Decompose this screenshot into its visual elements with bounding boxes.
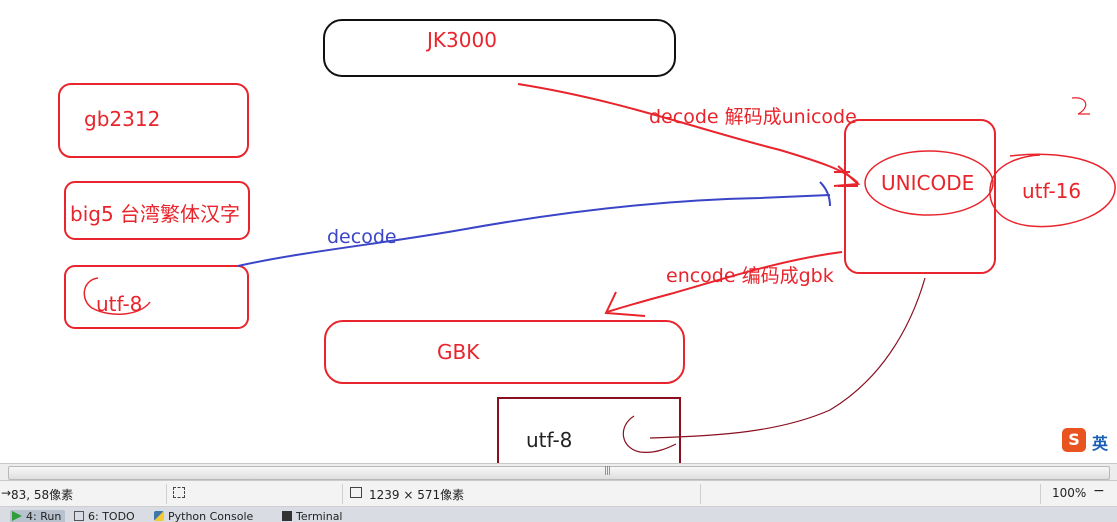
node-jk3000: JK3000 xyxy=(427,28,497,52)
unicode-box xyxy=(844,119,996,274)
arrow-encode-gbk-head xyxy=(604,291,646,317)
node-big5: big5 台湾繁体汉字 xyxy=(70,202,241,226)
horizontal-scrollbar[interactable]: ||| xyxy=(0,463,1117,481)
tab-run[interactable]: 4: Run xyxy=(10,510,66,522)
big5-box xyxy=(64,181,250,240)
run-icon xyxy=(12,511,22,521)
edge-decode: decode xyxy=(327,226,397,248)
cursor-position: 83, 58像素 xyxy=(11,488,74,502)
zoom-level: 100% xyxy=(1052,486,1087,500)
status-bar: → 83, 58像素 1239 × 571像素 100% − xyxy=(0,481,1117,507)
scrollbar-thumb[interactable] xyxy=(8,466,1110,480)
arrow-unicode-tick xyxy=(834,171,858,187)
utf8-left-scribble xyxy=(83,277,151,315)
tool-window-bar: 4: Run 6: TODO Python Console Terminal xyxy=(0,507,1117,522)
utf8-bottom-box xyxy=(497,397,681,463)
stray-mark xyxy=(1071,97,1090,115)
todo-icon xyxy=(74,511,84,521)
curve-unicode-utf8 xyxy=(649,277,926,439)
utf16-scribble xyxy=(989,153,1116,228)
selection-icon xyxy=(173,487,185,498)
terminal-icon xyxy=(282,511,292,521)
jk3000-box xyxy=(323,19,676,77)
node-unicode: UNICODE xyxy=(881,171,975,195)
sogou-s-icon: S xyxy=(1062,428,1086,452)
image-size: 1239 × 571像素 xyxy=(369,488,465,502)
tab-todo[interactable]: 6: TODO xyxy=(72,510,139,522)
edge-encode-gbk: encode 编码成gbk xyxy=(666,265,834,287)
edge-decode-unicode: decode 解码成unicode xyxy=(649,106,857,128)
cursor-arrow-icon: → xyxy=(1,486,12,500)
arrow-decode-blue xyxy=(237,194,831,267)
tab-terminal[interactable]: Terminal xyxy=(280,510,347,522)
tab-python-console[interactable]: Python Console xyxy=(152,510,257,522)
node-utf8-left: utf-8 xyxy=(96,292,143,316)
node-gb2312: gb2312 xyxy=(84,107,161,131)
scrollbar-grip-icon: ||| xyxy=(604,466,611,476)
diagram-drawing xyxy=(58,19,1116,463)
arrow-decode-blue-head xyxy=(819,181,831,207)
arrow-decode-unicode xyxy=(517,83,859,184)
gbk-box xyxy=(324,320,685,384)
node-gbk: GBK xyxy=(437,340,480,364)
ime-language-label: 英 xyxy=(1092,434,1109,453)
curve-utf8-loop xyxy=(622,415,677,453)
ime-badge[interactable]: S 英 xyxy=(1062,428,1117,454)
python-icon xyxy=(154,511,164,521)
utf8-left-box xyxy=(64,265,249,329)
arrow-encode-gbk xyxy=(606,251,843,313)
node-utf16: utf-16 xyxy=(1022,179,1082,203)
node-utf8-bottom: utf-8 xyxy=(526,428,573,452)
unicode-ellipse xyxy=(864,150,994,216)
image-size-icon xyxy=(350,487,362,498)
diagram-canvas: JK3000 gb2312 big5 台湾繁体汉字 utf-8 UNICODE … xyxy=(58,19,1117,463)
zoom-out-icon[interactable]: − xyxy=(1093,483,1105,499)
gb2312-box xyxy=(58,83,249,158)
